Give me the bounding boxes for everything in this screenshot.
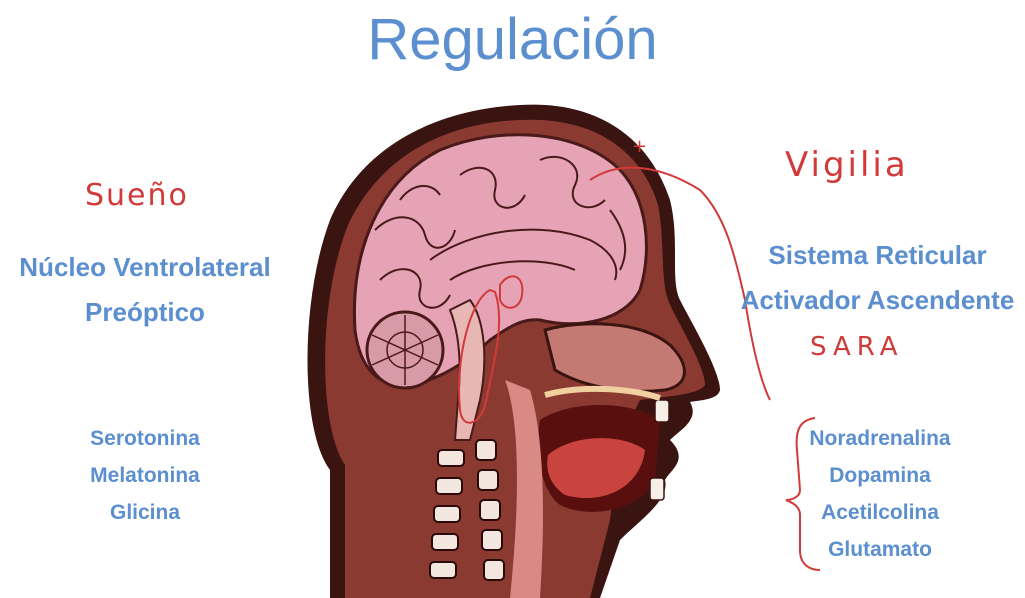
sara-handwritten-acronym: SARA: [810, 332, 904, 362]
left-item: Serotonina: [0, 420, 290, 457]
plus-mark: +: [632, 136, 647, 157]
vlpo-heading-line2: Preóptico: [0, 293, 290, 331]
wake-handwritten-label: Vigilia: [785, 145, 909, 185]
right-item: Glutamato: [780, 531, 980, 568]
right-item: Dopamina: [780, 457, 980, 494]
sara-heading-line1: Sistema Reticular: [735, 236, 1020, 274]
left-item: Melatonina: [0, 457, 290, 494]
right-item: Acetilcolina: [780, 494, 980, 531]
right-item: Noradrenalina: [780, 420, 980, 457]
sara-heading-line2: Activador Ascendente: [735, 281, 1020, 319]
left-item: Glicina: [0, 494, 290, 531]
vlpo-heading-line1: Núcleo Ventrolateral: [0, 248, 290, 286]
sleep-handwritten-label: Sueño: [85, 178, 189, 213]
